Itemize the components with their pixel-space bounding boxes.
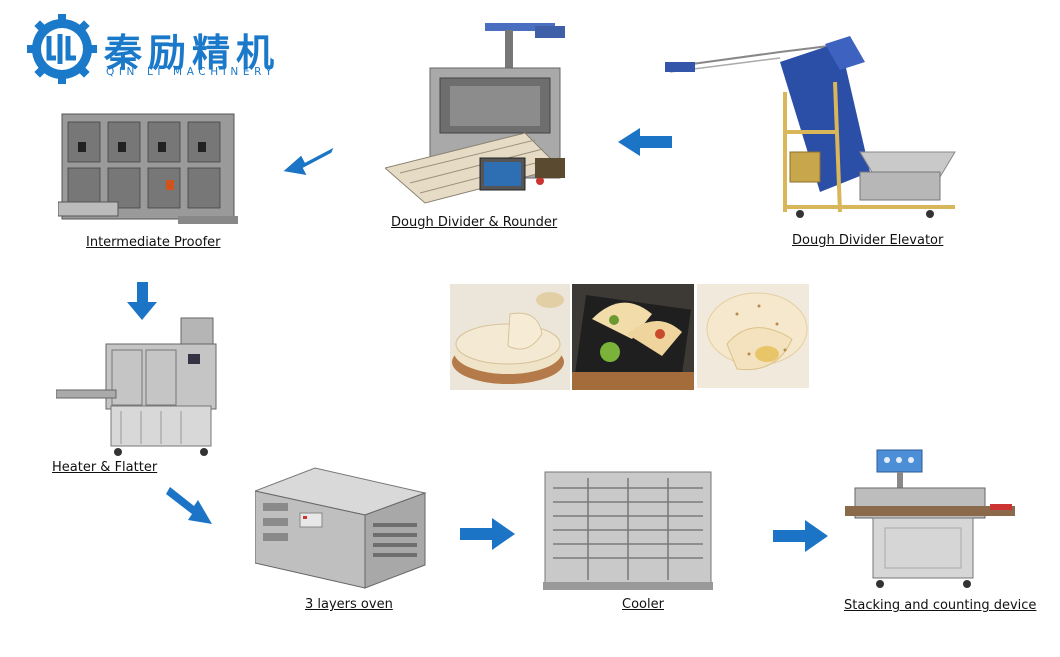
step-label-stacker: Stacking and counting device xyxy=(844,598,1037,613)
dough-divider-elevator-image xyxy=(665,36,956,218)
step-label-elevator: Dough Divider Elevator xyxy=(792,233,944,248)
arrow-right-icon xyxy=(460,518,515,550)
three-layer-oven-image xyxy=(255,467,427,589)
heater-flatter-image xyxy=(56,317,217,456)
dough-divider-rounder-image xyxy=(385,23,565,204)
arrow-down-right-icon xyxy=(166,487,212,524)
arrow-down-icon xyxy=(127,282,157,320)
product-photo-tacos xyxy=(572,284,694,390)
arrow-left-icon xyxy=(618,128,672,156)
brand-name-en: QIN LI MACHINERY xyxy=(106,66,277,78)
product-photo-tortilla-stack xyxy=(450,284,570,390)
arrow-down-left-icon xyxy=(283,147,334,175)
brand-name-cn: 秦励精机 xyxy=(104,31,281,75)
step-label-cooler: Cooler xyxy=(622,597,664,612)
cooler-image xyxy=(543,471,713,590)
step-label-oven: 3 layers oven xyxy=(305,597,393,612)
step-label-proofer: Intermediate Proofer xyxy=(86,235,221,250)
product-photo-folded-tortillas xyxy=(697,284,809,388)
step-label-heater: Heater & Flatter xyxy=(52,460,158,475)
brand-logo xyxy=(22,14,102,84)
intermediate-proofer-image xyxy=(58,113,238,224)
gear-logo-icon xyxy=(27,14,97,84)
arrow-right-icon xyxy=(773,520,828,552)
stacking-counting-device-image xyxy=(845,449,1015,588)
step-label-divider: Dough Divider & Rounder xyxy=(391,215,558,230)
